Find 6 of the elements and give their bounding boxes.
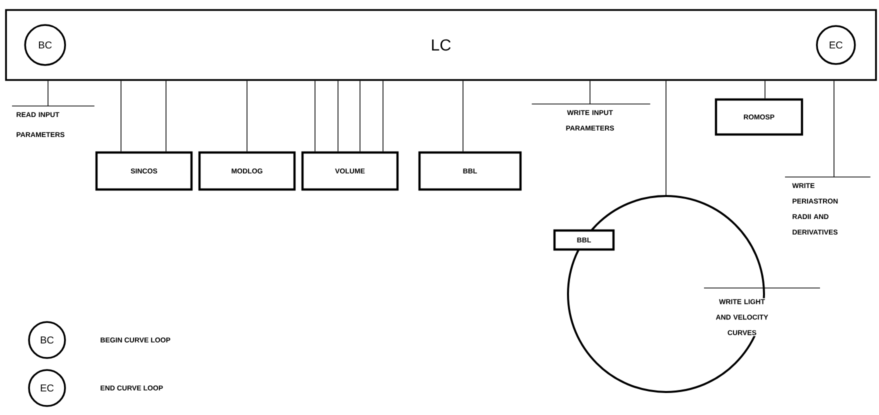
connector-line <box>314 80 316 152</box>
connector-line <box>764 80 766 99</box>
connector-line <box>382 80 384 152</box>
connector-line <box>120 80 122 152</box>
connector-line <box>462 80 464 152</box>
connector-line <box>246 80 248 152</box>
